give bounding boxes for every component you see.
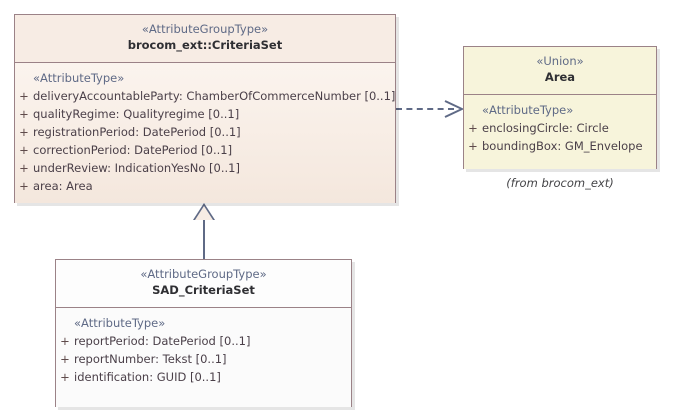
- dependency-dashed-line: [396, 108, 454, 110]
- class-box-sad-criteria-set[interactable]: «AttributeGroupType» SAD_CriteriaSet «At…: [55, 259, 352, 407]
- class-body-area: «AttributeType» + enclosingCircle: Circl…: [464, 95, 656, 169]
- class-header-sad-criteria-set: «AttributeGroupType» SAD_CriteriaSet: [56, 260, 351, 308]
- open-arrow-svg: [444, 100, 465, 118]
- generalization-line: [203, 219, 205, 260]
- attribute-label: reportNumber: Tekst [0..1]: [74, 352, 227, 366]
- class-name-area: Area: [544, 70, 576, 84]
- class-body-sad-criteria-set: «AttributeType» + reportPeriod: DatePeri…: [56, 308, 351, 407]
- attribute-visibility: +: [60, 334, 70, 348]
- attribute-row[interactable]: + underReview: IndicationYesNo [0..1]: [15, 159, 395, 177]
- attribute-row[interactable]: + deliveryAccountableParty: ChamberOfCom…: [15, 87, 395, 105]
- class-stereotype-sad-criteria-set: «AttributeGroupType»: [140, 267, 267, 281]
- compartment-stereotype-sad-criteria-set: «AttributeType»: [74, 316, 166, 330]
- attribute-visibility: +: [19, 89, 29, 103]
- dependency-open-arrowhead: [444, 100, 465, 118]
- attribute-label: area: Area: [33, 179, 93, 193]
- area-from-package-label: (from brocom_ext): [506, 176, 614, 190]
- attribute-row[interactable]: + boundingBox: GM_Envelope: [464, 137, 656, 155]
- attribute-row[interactable]: + area: Area: [15, 177, 395, 195]
- compartment-stereotype-criteria-set: «AttributeType»: [33, 71, 125, 85]
- attribute-row[interactable]: + qualityRegime: Qualityregime [0..1]: [15, 105, 395, 123]
- class-name-sad-criteria-set: SAD_CriteriaSet: [152, 283, 255, 297]
- attribute-row[interactable]: + identification: GUID [0..1]: [56, 368, 351, 386]
- class-header-criteria-set: «AttributeGroupType» brocom_ext::Criteri…: [15, 15, 395, 63]
- attribute-label: reportPeriod: DatePeriod [0..1]: [74, 334, 251, 348]
- attribute-label: correctionPeriod: DatePeriod [0..1]: [33, 143, 233, 157]
- attribute-visibility: +: [19, 179, 29, 193]
- attribute-label: registrationPeriod: DatePeriod [0..1]: [33, 125, 241, 139]
- attribute-label: identification: GUID [0..1]: [74, 370, 221, 384]
- attribute-row[interactable]: + correctionPeriod: DatePeriod [0..1]: [15, 141, 395, 159]
- compartment-stereotype-area: «AttributeType»: [482, 103, 574, 117]
- class-stereotype-area: «Union»: [536, 54, 584, 68]
- attribute-visibility: +: [468, 139, 478, 153]
- attribute-row[interactable]: + registrationPeriod: DatePeriod [0..1]: [15, 123, 395, 141]
- class-body-criteria-set: «AttributeType» + deliveryAccountablePar…: [15, 63, 395, 203]
- class-name-criteria-set: brocom_ext::CriteriaSet: [127, 38, 283, 52]
- attribute-label: underReview: IndicationYesNo [0..1]: [33, 161, 240, 175]
- class-stereotype-criteria-set: «AttributeGroupType»: [141, 22, 269, 36]
- generalization-triangle-fill: [195, 206, 213, 220]
- attribute-row[interactable]: + reportNumber: Tekst [0..1]: [56, 350, 351, 368]
- class-header-area: «Union» Area: [464, 47, 656, 95]
- attribute-row[interactable]: + reportPeriod: DatePeriod [0..1]: [56, 332, 351, 350]
- attribute-visibility: +: [19, 125, 29, 139]
- attribute-visibility: +: [19, 161, 29, 175]
- attribute-visibility: +: [468, 121, 478, 135]
- attribute-row[interactable]: + enclosingCircle: Circle: [464, 119, 656, 137]
- attribute-label: qualityRegime: Qualityregime [0..1]: [33, 107, 240, 121]
- attribute-visibility: +: [19, 143, 29, 157]
- attribute-label: enclosingCircle: Circle: [482, 121, 609, 135]
- attribute-label: deliveryAccountableParty: ChamberOfComme…: [33, 89, 395, 103]
- class-box-area[interactable]: «Union» Area «AttributeType» + enclosing…: [463, 46, 657, 169]
- attribute-visibility: +: [60, 370, 70, 384]
- attribute-label: boundingBox: GM_Envelope: [482, 139, 643, 153]
- class-box-criteria-set[interactable]: «AttributeGroupType» brocom_ext::Criteri…: [14, 14, 396, 203]
- attribute-visibility: +: [19, 107, 29, 121]
- attribute-visibility: +: [60, 352, 70, 366]
